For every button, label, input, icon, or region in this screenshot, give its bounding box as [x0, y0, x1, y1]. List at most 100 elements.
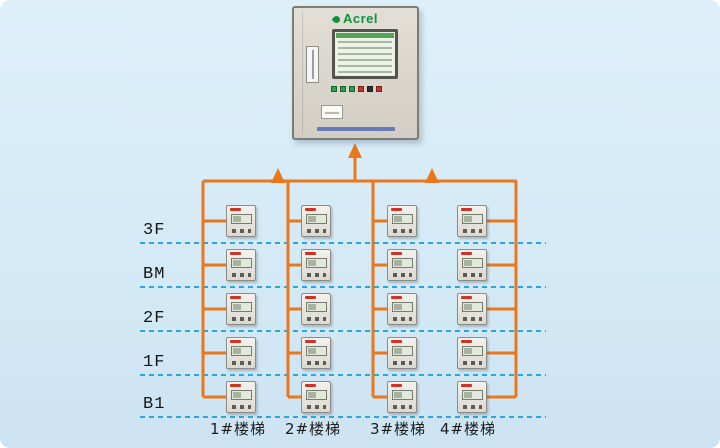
device-brand-mark [391, 296, 402, 299]
device-buttons [307, 405, 326, 409]
device-brand-mark [391, 252, 402, 255]
device-buttons [232, 273, 251, 277]
monitor-device [226, 205, 256, 237]
monitor-device [457, 337, 487, 369]
device-brand-mark [230, 252, 241, 255]
device-display [462, 214, 483, 224]
device-brand-mark [305, 384, 316, 387]
monitor-device [457, 381, 487, 413]
device-display [231, 214, 252, 224]
device-buttons [307, 273, 326, 277]
monitor-device [301, 293, 331, 325]
device-brand-mark [230, 384, 241, 387]
device-buttons [232, 405, 251, 409]
device-buttons [393, 317, 412, 321]
monitor-device [301, 205, 331, 237]
device-buttons [463, 273, 482, 277]
brand-logo: Acrel [294, 11, 417, 26]
flow-arrow-icon [348, 143, 362, 158]
device-brand-mark [305, 252, 316, 255]
device-brand-mark [461, 340, 472, 343]
floor-divider-line [140, 286, 546, 288]
device-display [462, 390, 483, 400]
device-buttons [393, 361, 412, 365]
staircase-label: 2#楼梯 [284, 420, 342, 438]
device-display [392, 390, 413, 400]
device-brand-mark [461, 208, 472, 211]
device-brand-mark [230, 340, 241, 343]
brand-name: Acrel [342, 11, 379, 26]
device-buttons [463, 229, 482, 233]
panel-button-green [349, 86, 355, 92]
monitor-device [387, 381, 417, 413]
panel-button-green [340, 86, 346, 92]
panel-button-row [331, 86, 382, 92]
device-display [306, 346, 327, 356]
floor-label: 3F [143, 221, 166, 240]
monitor-device [226, 293, 256, 325]
panel-screen [332, 29, 398, 79]
device-buttons [463, 361, 482, 365]
device-display [231, 258, 252, 268]
staircase-label: 3#楼梯 [369, 420, 427, 438]
device-display [231, 302, 252, 312]
device-column [301, 205, 331, 413]
device-buttons [307, 317, 326, 321]
bus-lines [201, 156, 518, 399]
device-display [392, 214, 413, 224]
device-buttons [393, 273, 412, 277]
device-display [462, 258, 483, 268]
device-brand-mark [305, 296, 316, 299]
monitor-device [387, 337, 417, 369]
monitor-device [457, 293, 487, 325]
cabinet-caption-text [316, 127, 395, 131]
staircase-label: 1#楼梯 [209, 420, 267, 438]
panel-button-red [376, 86, 382, 92]
device-buttons [463, 405, 482, 409]
monitor-device [457, 205, 487, 237]
monitor-device [301, 337, 331, 369]
floor-label: BM [143, 265, 166, 284]
device-brand-mark [461, 296, 472, 299]
device-column [387, 205, 417, 413]
device-column [226, 205, 256, 413]
device-buttons [232, 229, 251, 233]
floor-label: 2F [143, 309, 166, 328]
device-display [392, 258, 413, 268]
cabinet-door-seam [302, 12, 303, 134]
device-brand-mark [230, 208, 241, 211]
floor-label: 1F [143, 353, 166, 372]
device-brand-mark [305, 208, 316, 211]
device-display [392, 346, 413, 356]
device-display [462, 302, 483, 312]
device-buttons [307, 361, 326, 365]
device-brand-mark [461, 384, 472, 387]
floor-divider-line [140, 242, 546, 244]
device-display [306, 214, 327, 224]
device-buttons [232, 361, 251, 365]
device-brand-mark [391, 340, 402, 343]
panel-button-red [358, 86, 364, 92]
monitor-device [301, 249, 331, 281]
monitor-device [387, 205, 417, 237]
printer-slot [321, 105, 343, 119]
monitor-device [226, 381, 256, 413]
staircase-label: 4#楼梯 [439, 420, 497, 438]
device-column [457, 205, 487, 413]
device-display [231, 346, 252, 356]
device-display [306, 258, 327, 268]
flow-arrow-icon [271, 168, 285, 183]
monitor-device [387, 293, 417, 325]
device-display [392, 302, 413, 312]
panel-button-black [367, 86, 373, 92]
device-buttons [232, 317, 251, 321]
device-display [462, 346, 483, 356]
panel-gauge [306, 46, 319, 83]
device-brand-mark [305, 340, 316, 343]
monitor-device [387, 249, 417, 281]
floor-divider-line [140, 374, 546, 376]
device-buttons [393, 229, 412, 233]
monitor-device [457, 249, 487, 281]
